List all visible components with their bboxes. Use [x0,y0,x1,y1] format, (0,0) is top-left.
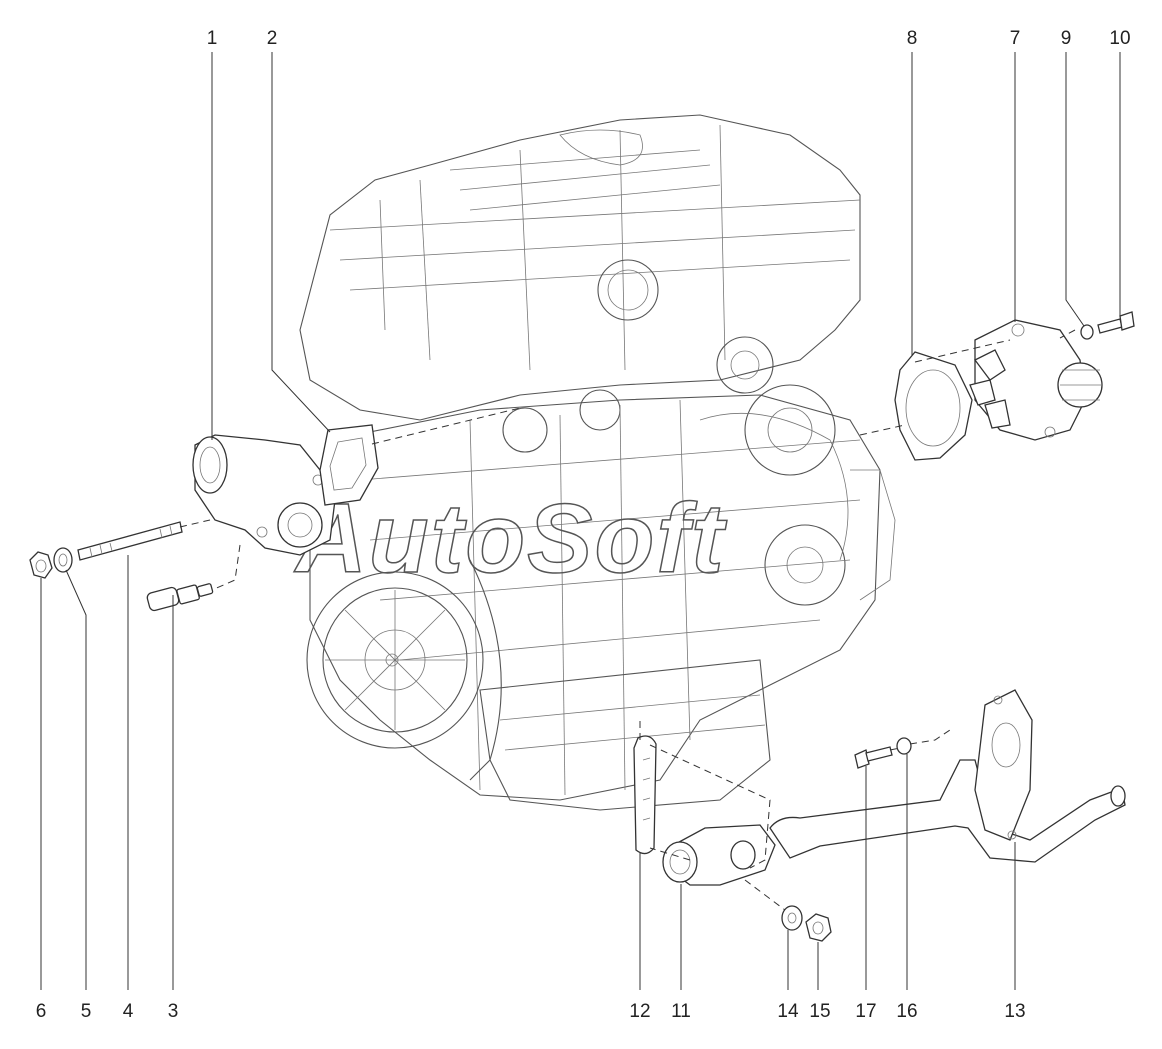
leader-lines [40,52,1121,990]
callout-10: 10 [1109,28,1130,49]
callout-6: 6 [36,1001,47,1022]
part-3-temperature-sensor [146,583,214,612]
callout-14: 14 [777,1001,799,1022]
callout-3: 3 [168,1001,179,1022]
callout-labels: 1 2 3 4 5 6 7 8 9 10 11 12 13 14 15 16 1… [36,28,1131,1022]
part-8-pump-gasket [894,351,973,461]
part-17-bolt [854,746,893,769]
part-13-coolant-pipe [769,689,1126,863]
watermark-text: AutoSoft [293,483,727,593]
callout-15: 15 [809,1001,830,1022]
part-16-washer [896,737,912,755]
part-4-stud [77,521,183,561]
part-15-nut [805,913,832,942]
part-5-washer [53,547,73,573]
callout-9: 9 [1061,28,1072,49]
part-6-nut [29,551,53,579]
part-1-thermostat-housing [192,434,336,556]
part-11-pipe-flange [662,824,776,886]
callout-11: 11 [671,1001,691,1022]
callout-4: 4 [123,1001,134,1022]
callout-7: 7 [1010,28,1021,49]
callout-13: 13 [1004,1001,1025,1022]
part-14-washer [781,905,803,931]
part-9-washer [1080,324,1094,340]
callout-2: 2 [267,28,278,49]
engine-block-illustration [299,114,896,811]
callout-8: 8 [907,28,918,49]
callout-16: 16 [896,1001,917,1022]
callout-1: 1 [207,28,218,49]
callout-12: 12 [629,1001,650,1022]
part-2-gasket [319,424,379,506]
part-10-bolt [1097,311,1135,334]
callout-5: 5 [81,1001,92,1022]
assembly-lines [179,329,1076,911]
callout-17: 17 [855,1001,876,1022]
part-7-water-pump [969,319,1103,441]
part-12-seal-ring [633,735,657,855]
